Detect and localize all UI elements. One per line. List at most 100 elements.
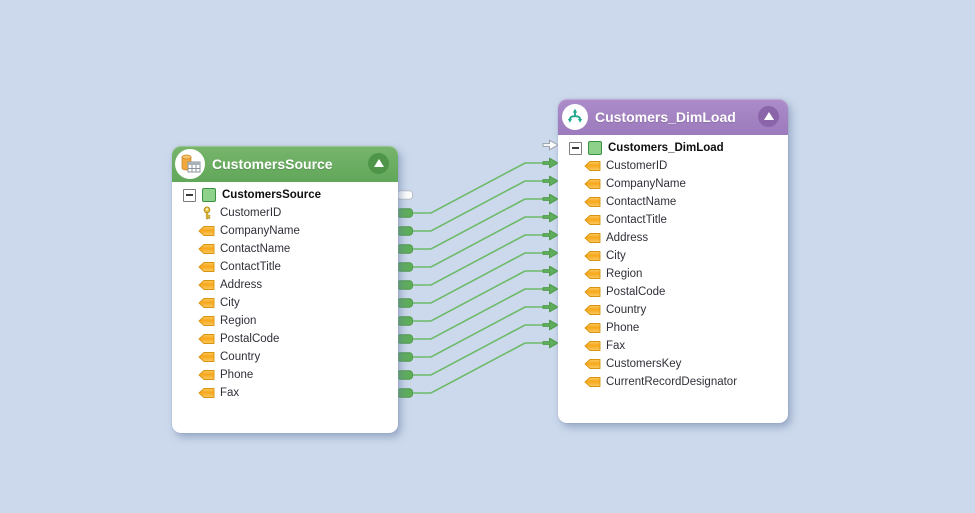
field-arrow-icon (584, 230, 601, 246)
field-row[interactable]: Country (172, 348, 398, 366)
output-port[interactable] (396, 388, 413, 398)
output-port[interactable] (396, 298, 413, 308)
field-label: Fax (606, 340, 626, 352)
collapse-expander-icon[interactable] (183, 188, 196, 202)
field-row[interactable]: ContactName (172, 240, 398, 258)
collapse-button[interactable] (368, 153, 389, 174)
field-label: Phone (606, 322, 640, 334)
output-port[interactable] (396, 280, 413, 290)
field-row[interactable]: City (558, 247, 788, 265)
output-port[interactable] (396, 334, 413, 344)
table-node-icon (588, 141, 602, 155)
node-header[interactable]: CustomersSource (172, 146, 398, 182)
field-row[interactable]: Address (172, 276, 398, 294)
field-arrow-icon (584, 302, 601, 318)
field-label: CurrentRecordDesignator (606, 376, 738, 388)
connection-wire[interactable] (413, 288, 543, 340)
field-label: Fax (220, 387, 240, 399)
field-row[interactable]: Phone (172, 366, 398, 384)
connection-wire[interactable] (413, 180, 543, 232)
field-arrow-icon (198, 277, 215, 293)
field-arrow-icon (584, 320, 601, 336)
output-port[interactable] (396, 370, 413, 380)
output-port[interactable] (396, 316, 413, 326)
field-row[interactable]: CompanyName (558, 175, 788, 193)
field-row[interactable]: PostalCode (558, 283, 788, 301)
input-port[interactable] (542, 157, 559, 169)
field-arrow-icon (198, 259, 215, 275)
field-row[interactable]: Country (558, 301, 788, 319)
field-row[interactable]: CustomersKey (558, 355, 788, 373)
connection-wire[interactable] (413, 162, 543, 214)
field-row[interactable]: Fax (172, 384, 398, 402)
field-arrow-icon (584, 248, 601, 264)
tree-root-row[interactable]: CustomersSource (172, 186, 398, 204)
field-arrow-icon (584, 266, 601, 282)
output-port[interactable] (396, 262, 413, 272)
table-node-icon (202, 188, 216, 202)
output-port[interactable] (396, 244, 413, 254)
output-port-unconnected[interactable] (396, 190, 413, 200)
input-port[interactable] (542, 337, 559, 349)
connection-wire[interactable] (413, 306, 543, 358)
field-label: PostalCode (220, 333, 280, 345)
field-arrow-icon (198, 331, 215, 347)
field-row[interactable]: ContactTitle (558, 211, 788, 229)
connection-wire[interactable] (413, 198, 543, 250)
field-row[interactable]: Address (558, 229, 788, 247)
input-port[interactable] (542, 283, 559, 295)
field-arrow-icon (584, 212, 601, 228)
input-port[interactable] (542, 211, 559, 223)
connection-wire[interactable] (413, 216, 543, 268)
field-label: Country (220, 351, 261, 363)
field-label: City (220, 297, 240, 309)
field-label: ContactTitle (220, 261, 281, 273)
input-port[interactable] (542, 319, 559, 331)
connection-wire[interactable] (413, 252, 543, 304)
collapse-button[interactable] (758, 106, 779, 127)
field-row[interactable]: PostalCode (172, 330, 398, 348)
field-arrow-icon (198, 295, 215, 311)
input-port[interactable] (542, 193, 559, 205)
connection-wire[interactable] (413, 270, 543, 322)
field-row[interactable]: ContactName (558, 193, 788, 211)
field-row[interactable]: CustomerID (172, 204, 398, 222)
node-header[interactable]: Customers_DimLoad (558, 99, 788, 135)
field-arrow-icon (584, 176, 601, 192)
output-port[interactable] (396, 208, 413, 218)
database-table-icon (175, 149, 205, 179)
collapse-expander-icon[interactable] (569, 141, 582, 155)
field-row[interactable]: CurrentRecordDesignator (558, 373, 788, 391)
output-port[interactable] (396, 352, 413, 362)
field-row[interactable]: CustomerID (558, 157, 788, 175)
field-label: ContactName (220, 243, 291, 255)
field-row[interactable]: City (172, 294, 398, 312)
node-customers-source[interactable]: CustomersSource CustomersSource Customer… (172, 146, 398, 433)
input-port-unconnected[interactable] (542, 139, 559, 151)
triangle-up-icon (763, 112, 774, 120)
field-row[interactable]: Phone (558, 319, 788, 337)
field-row[interactable]: CompanyName (172, 222, 398, 240)
field-row[interactable]: Region (172, 312, 398, 330)
input-port[interactable] (542, 301, 559, 313)
tree-root-row[interactable]: Customers_DimLoad (558, 139, 788, 157)
field-arrow-icon (198, 367, 215, 383)
field-arrow-icon (198, 223, 215, 239)
node-customers-dimload[interactable]: Customers_DimLoad Customers_DimLoad Cust… (558, 99, 788, 423)
input-port[interactable] (542, 247, 559, 259)
key-icon (198, 205, 215, 221)
input-port[interactable] (542, 229, 559, 241)
tree-root-label: Customers_DimLoad (608, 142, 724, 154)
output-port[interactable] (396, 226, 413, 236)
connection-wire[interactable] (413, 324, 543, 376)
input-port[interactable] (542, 175, 559, 187)
field-row[interactable]: ContactTitle (172, 258, 398, 276)
connection-wire[interactable] (413, 234, 543, 286)
connection-wire[interactable] (413, 342, 543, 394)
input-port[interactable] (542, 265, 559, 277)
field-row[interactable]: Region (558, 265, 788, 283)
field-label: ContactTitle (606, 214, 667, 226)
field-row[interactable]: Fax (558, 337, 788, 355)
